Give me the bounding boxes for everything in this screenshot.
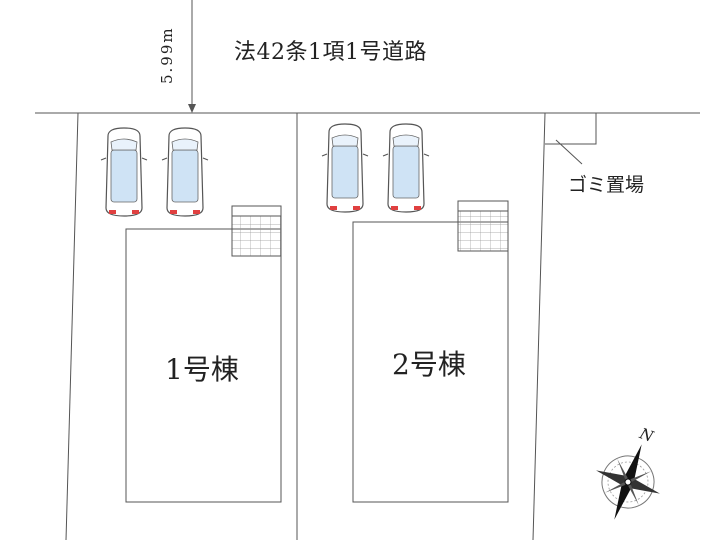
house-2-label: 2号棟: [392, 348, 466, 381]
garbage-area-leader: [555, 139, 583, 165]
parking-car-4: [382, 123, 430, 213]
house-2-entrance-tiles: [457, 210, 509, 252]
lot-boundary-right: [532, 112, 546, 540]
dimension-arrow: [188, 104, 196, 113]
house-1-entrance-tiles: [231, 215, 282, 257]
house-1-footprint: [125, 228, 282, 503]
compass-icon: [596, 444, 660, 520]
parking-car-1: [100, 127, 148, 217]
garbage-area-box: [545, 112, 597, 145]
house-2-step: [457, 200, 509, 212]
house-1-label: 1号棟: [165, 353, 239, 386]
road-label: 法42条1項1号道路: [234, 40, 427, 65]
house-2-footprint: [352, 221, 509, 503]
parking-car-2: [161, 127, 209, 217]
lot-boundary-left: [65, 112, 79, 540]
house-1-step: [231, 205, 282, 217]
parking-car-3: [321, 123, 369, 213]
garbage-area-label: ゴミ置場: [568, 174, 645, 196]
road-width-label: 5.99m: [158, 26, 176, 84]
